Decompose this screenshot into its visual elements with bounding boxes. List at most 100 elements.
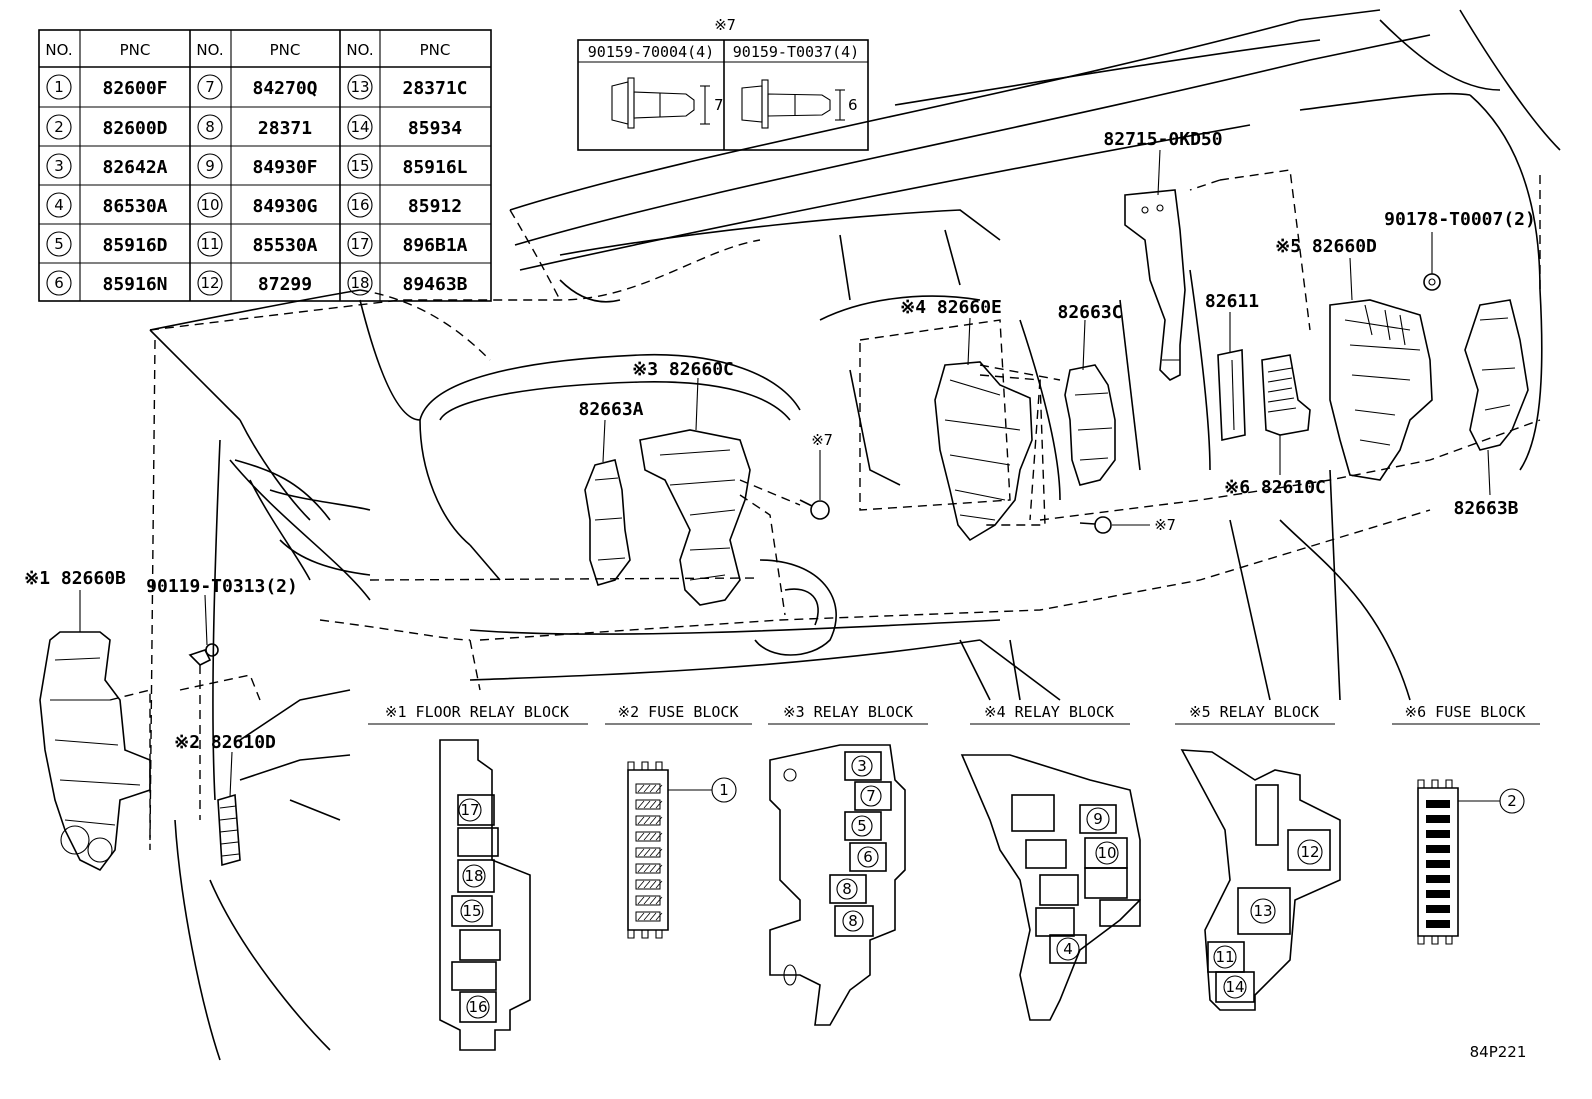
block5-num: 11 <box>1215 948 1234 966</box>
fuse-hatch <box>637 832 645 841</box>
table-pnc: 28371C <box>402 78 467 99</box>
ref-number-circle <box>197 192 223 218</box>
table-ref-no: 13 <box>350 78 369 96</box>
ref-number-circle <box>347 192 373 218</box>
table-pnc: 89463B <box>402 274 467 295</box>
nut-90178-icon <box>1423 273 1441 291</box>
fuse-hatch <box>643 864 651 873</box>
fuse-hatch <box>637 896 645 905</box>
bracket-82663a <box>584 459 631 586</box>
callout-90178-t0007: 90178-T0007(2) <box>1384 209 1536 230</box>
ref-number-circle <box>197 114 223 140</box>
fuse-slot <box>1426 845 1450 853</box>
ref-number-circle <box>347 153 373 179</box>
callout-90119-t0313: 90119-T0313(2) <box>146 576 298 597</box>
callout-82715-0kd50: 82715-0KD50 <box>1103 129 1222 150</box>
callout-82660e: ※4 82660E <box>900 297 1002 318</box>
table-pnc: 896B1A <box>402 235 467 256</box>
block-titles: ※1 FLOOR RELAY BLOCK ※2 FUSE BLOCK ※3 RE… <box>368 703 1540 725</box>
fuse-block-82610d <box>217 793 241 867</box>
ref-number-circle <box>197 231 223 257</box>
fuse-hatch <box>643 800 651 809</box>
fuse-hatch <box>655 880 663 889</box>
table-ref-no: 1 <box>54 78 64 96</box>
fuse-hatch <box>655 816 663 825</box>
bolt-hex-icon <box>741 79 845 129</box>
fuse-hatch <box>649 784 657 793</box>
block1-num: 18 <box>464 867 483 885</box>
block6-num: 2 <box>1507 792 1517 810</box>
table-ref-no: 7 <box>205 78 215 96</box>
fuse-slot <box>1426 800 1450 808</box>
table-ref-no: 6 <box>54 274 64 292</box>
table-pnc: 82600D <box>102 118 167 139</box>
fuse-slot <box>635 879 661 890</box>
table-header-no-3: NO. <box>346 41 373 59</box>
table-pnc: 85916L <box>402 157 467 178</box>
block2-num: 1 <box>719 781 729 799</box>
bracket-82663c <box>1064 364 1116 486</box>
ref-number-circle <box>46 74 72 100</box>
ref-number-circle <box>46 270 72 296</box>
callout-82610c: ※6 82610C <box>1224 477 1326 498</box>
block-2-fuse: 1 <box>627 761 737 939</box>
callout-82660b: ※1 82660B <box>24 568 126 589</box>
floor-relay-block-82660b <box>39 631 151 872</box>
block4-num: 10 <box>1097 844 1116 862</box>
fuse-hatch <box>649 896 657 905</box>
fuse-hatch <box>637 864 645 873</box>
fuse-hatch <box>637 848 645 857</box>
fuse-hatch <box>649 832 657 841</box>
ref-number-circle <box>46 114 72 140</box>
fuse-slot <box>1426 815 1450 823</box>
table-pnc: 84270Q <box>252 78 317 99</box>
fuse-hatch <box>655 784 663 793</box>
bolt-flange-icon <box>611 77 710 129</box>
screw-icon <box>799 499 830 520</box>
callout-82610d: ※2 82610D <box>174 732 276 753</box>
ref-number-circle <box>46 153 72 179</box>
block5-num: 13 <box>1253 902 1272 920</box>
dashboard-outline <box>149 9 1561 1061</box>
table-ref-no: 2 <box>54 118 64 136</box>
callout-mark-7-right: ※7 <box>1154 516 1176 534</box>
relay-block-82660c <box>639 429 801 606</box>
fuse-slot <box>635 911 661 922</box>
fuse-slot <box>1426 890 1450 898</box>
inset-right-pn: 90159-T0037(4) <box>733 43 859 61</box>
fuse-hatch <box>637 880 645 889</box>
callout-82611: 82611 <box>1205 291 1259 312</box>
ref-number-circle <box>197 270 223 296</box>
fuse-hatch <box>643 880 651 889</box>
ref-number-circle <box>46 192 72 218</box>
block1-num: 17 <box>460 801 479 819</box>
block3-num: 7 <box>866 787 876 805</box>
table-pnc: 84930F <box>252 157 317 178</box>
block1-num: 15 <box>462 902 481 920</box>
table-pnc: 82642A <box>102 157 167 178</box>
block-3-relay: 3 7 5 6 8 8 <box>769 744 906 1026</box>
table-pnc: 86530A <box>102 196 167 217</box>
fuse-slot <box>1426 875 1450 883</box>
block-title-fuse-2: ※2 FUSE BLOCK <box>618 703 739 721</box>
ref-number-circle <box>197 74 223 100</box>
bolt-90119-icon <box>188 643 219 820</box>
table-ref-no: 5 <box>54 235 64 253</box>
block3-num: 6 <box>863 848 873 866</box>
inset-right-dim: 6 <box>848 96 858 114</box>
table-header-no-1: NO. <box>45 41 72 59</box>
block5-num: 12 <box>1300 843 1319 861</box>
fuse-hatch <box>655 864 663 873</box>
table-pnc: 85912 <box>408 196 462 217</box>
block-1-floor-relay: 17 18 15 16 <box>439 739 531 1051</box>
table-pnc: 82600F <box>102 78 167 99</box>
screw-icon <box>1079 516 1112 534</box>
callout-82663b: 82663B <box>1453 498 1518 519</box>
table-pnc: 85934 <box>408 118 462 139</box>
fuse-hatch <box>649 912 657 921</box>
table-ref-no: 10 <box>200 196 219 214</box>
block-title-fuse-6: ※6 FUSE BLOCK <box>1405 703 1526 721</box>
cover-82611 <box>1217 349 1246 441</box>
block-5-relay: 12 13 11 14 <box>1180 749 1341 1011</box>
